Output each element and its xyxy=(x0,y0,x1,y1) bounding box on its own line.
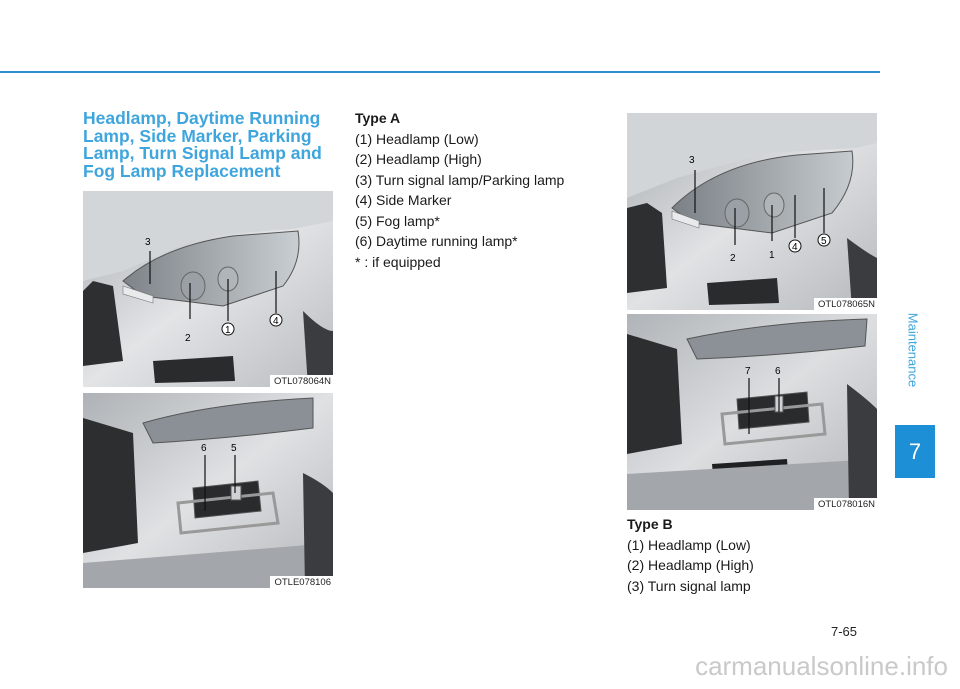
callout-4: 4 xyxy=(792,242,798,253)
callout-6: 6 xyxy=(201,443,207,454)
legend-item: (4) Side Marker xyxy=(355,192,452,208)
figure-code: OTL078064N xyxy=(269,375,333,387)
legend-item: (3) Turn signal lamp/Parking lamp xyxy=(355,171,565,188)
foglamp-illustration: 6 5 xyxy=(83,393,333,588)
legend-item: (5) Fog lamp* xyxy=(355,212,440,229)
legend-title: Type B xyxy=(627,516,673,532)
callout-2: 2 xyxy=(185,333,191,344)
legend-type-a: Type A (1) Headlamp (Low) (2) Headlamp (… xyxy=(355,108,564,272)
callout-7: 7 xyxy=(745,366,751,377)
figure-type-a-foglamp: 6 5 OTLE078106 xyxy=(83,393,333,588)
figure-type-b-headlamp: 3 2 1 4 5 OTL078065N xyxy=(627,113,877,310)
callout-3: 3 xyxy=(145,237,151,248)
callout-1: 1 xyxy=(225,325,231,336)
legend-type-b: Type B (1) Headlamp (Low) (2) Headlamp (… xyxy=(627,514,754,596)
callout-5: 5 xyxy=(821,236,827,247)
figure-code: OTL078016N xyxy=(813,498,877,510)
chapter-tab-label: Maintenance xyxy=(902,280,924,420)
figure-code: OTL078065N xyxy=(813,298,877,310)
legend-title: Type A xyxy=(355,110,401,126)
figure-type-b-foglamp: 7 6 OTL078016N xyxy=(627,314,877,510)
headlamp-illustration: 3 2 1 4 5 xyxy=(627,113,877,310)
callout-5: 5 xyxy=(231,443,237,454)
legend-item: (1) Headlamp (Low) xyxy=(355,130,479,147)
foglamp-illustration: 7 6 xyxy=(627,314,877,510)
callout-2: 2 xyxy=(730,253,736,264)
legend-item: (2) Headlamp (High) xyxy=(355,151,482,167)
legend-item: (1) Headlamp (Low) xyxy=(627,536,751,553)
legend-item: (3) Turn signal lamp xyxy=(627,577,751,594)
header-rule xyxy=(0,71,880,73)
headlamp-illustration: 3 2 1 4 xyxy=(83,191,333,387)
legend-footnote: * : if equipped xyxy=(355,253,441,270)
callout-3: 3 xyxy=(689,155,695,166)
legend-item: (2) Headlamp (High) xyxy=(627,557,754,573)
watermark: carmanualsonline.info xyxy=(695,651,948,681)
callout-6: 6 xyxy=(775,366,781,377)
figure-code: OTLE078106 xyxy=(270,576,333,588)
figure-type-a-headlamp: 3 2 1 4 OTL078064N xyxy=(83,191,333,387)
legend-item: (6) Daytime running lamp* xyxy=(355,233,518,249)
page-number: 7-65 xyxy=(831,624,858,639)
callout-1: 1 xyxy=(769,250,775,261)
section-title: Headlamp, Daytime Running Lamp, Side Mar… xyxy=(83,108,322,181)
chapter-label: Maintenance xyxy=(905,312,921,388)
chapter-number-tab: 7 xyxy=(895,425,935,478)
callout-4: 4 xyxy=(273,316,279,327)
